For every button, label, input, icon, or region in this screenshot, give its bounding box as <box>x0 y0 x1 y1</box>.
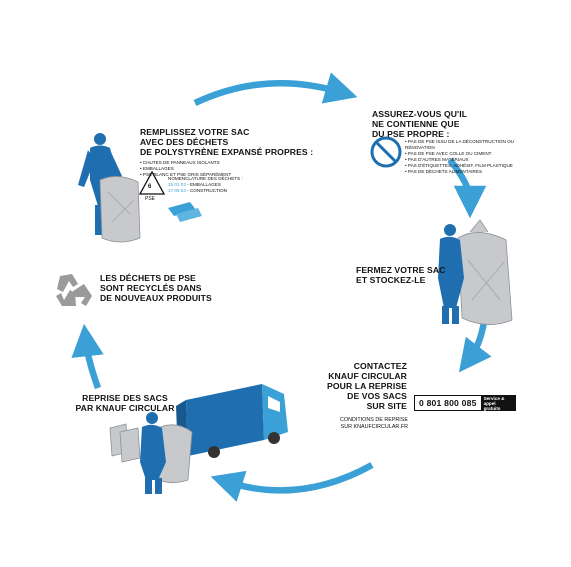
step1-list: Chutes de panneaux isolants Emballages P… <box>140 160 260 178</box>
conditions-line[interactable]: sur knaufcircular.fr <box>340 424 408 430</box>
bag-icon <box>99 176 141 243</box>
bag-icon <box>457 219 513 325</box>
list-item: Pas de PSE issu de la déconstruction ou … <box>405 139 515 151</box>
list-item: Chutes de panneaux isolants <box>140 160 260 166</box>
cycle-arrow-icon <box>458 321 492 373</box>
step1-title: Remplissez votre sac avec des déchets de… <box>140 127 320 157</box>
conditions-link[interactable]: Conditions de reprise sur knaufcircular.… <box>318 417 408 431</box>
step3-title: Fermez votre sac et stockez-le <box>356 265 456 285</box>
step6-title-line: Les déchets de PSE <box>100 273 196 283</box>
plastic-6-label: 6 <box>148 184 152 190</box>
step4-title: Contactez Knauf Circular pour la reprise… <box>311 361 407 411</box>
waste-code-label: - Emballages <box>187 182 221 187</box>
list-item: PSE blanc et PSE gris séparément <box>140 172 260 178</box>
step5-title-line: par Knauf Circular <box>75 403 175 413</box>
phone-number[interactable]: 0 801 800 085 <box>419 398 477 408</box>
list-item: Emballages <box>140 166 260 172</box>
prohibited-icon <box>370 136 402 168</box>
bag-icon <box>109 423 193 483</box>
cycle-arrow-icon <box>71 323 104 390</box>
cycle-arrow-icon <box>193 72 358 106</box>
step1-title-line: de polystyrène expansé propres : <box>140 147 314 157</box>
list-item: Pas d'étiquettes, adhésif, film plastiqu… <box>405 163 515 169</box>
step6-title-line: de nouveaux produits <box>100 293 212 303</box>
recycle-icon <box>56 274 92 306</box>
step5-title-line: Reprise des sacs <box>82 393 168 403</box>
phone-number-box[interactable]: 0 801 800 085 Service & appel gratuits <box>414 395 516 411</box>
worker-icon <box>438 224 464 324</box>
step3-title-line: et stockez-le <box>356 275 426 285</box>
step6-title: Les déchets de PSE sont recyclés dans de… <box>100 273 220 303</box>
list-item: Pas de déchets alimentaires <box>405 169 515 175</box>
waste-code: 15 01 02 <box>168 182 186 187</box>
waste-code: 17 06 04 <box>168 188 186 193</box>
step6-title-line: sont recyclés dans <box>100 283 202 293</box>
step2-list: Pas de PSE issu de la déconstruction ou … <box>405 139 515 175</box>
step1-nomenclature: Nomenclature des déchets : 15 01 02 - Em… <box>168 176 268 194</box>
nomenclature-title: Nomenclature des déchets : <box>168 176 243 181</box>
step1-title-line: avec des déchets <box>140 137 229 147</box>
step2-title-line: du PSE propre : <box>372 129 450 139</box>
worker-icon <box>140 412 166 494</box>
step4-title-line: de vos sacs <box>347 391 407 401</box>
truck-icon <box>176 384 288 458</box>
conditions-line: Conditions de reprise <box>340 417 408 423</box>
step4-title-line: sur site <box>366 401 407 411</box>
pse-pieces-icon <box>168 202 202 222</box>
waste-code-row: 15 01 02 - Emballages <box>168 182 268 188</box>
step4-title-line: Contactez <box>353 361 407 371</box>
waste-code-label: - Construction <box>187 188 227 193</box>
list-item: Pas de PSE avec colle ou ciment <box>405 151 515 157</box>
cycle-arrow-icon <box>210 462 374 502</box>
list-item: Pas d'autres matériaux <box>405 157 515 163</box>
step5-title: Reprise des sacs par Knauf Circular <box>70 393 180 413</box>
step2-title-line: Assurez-vous qu'il <box>372 109 468 119</box>
phone-tag: Service & appel gratuits <box>480 396 515 411</box>
waste-code-row: 17 06 04 - Construction <box>168 188 268 194</box>
step1-title-line: Remplissez votre sac <box>140 127 250 137</box>
step2-title-line: ne contienne que <box>372 119 460 129</box>
step4-title-line: pour la reprise <box>327 381 407 391</box>
step2-title: Assurez-vous qu'il ne contienne que du P… <box>372 109 502 139</box>
pse-label: PSE <box>145 196 156 202</box>
plastic-6-recycle-icon <box>138 170 166 195</box>
step4-title-line: Knauf Circular <box>328 371 407 381</box>
step3-title-line: Fermez votre sac <box>356 265 446 275</box>
